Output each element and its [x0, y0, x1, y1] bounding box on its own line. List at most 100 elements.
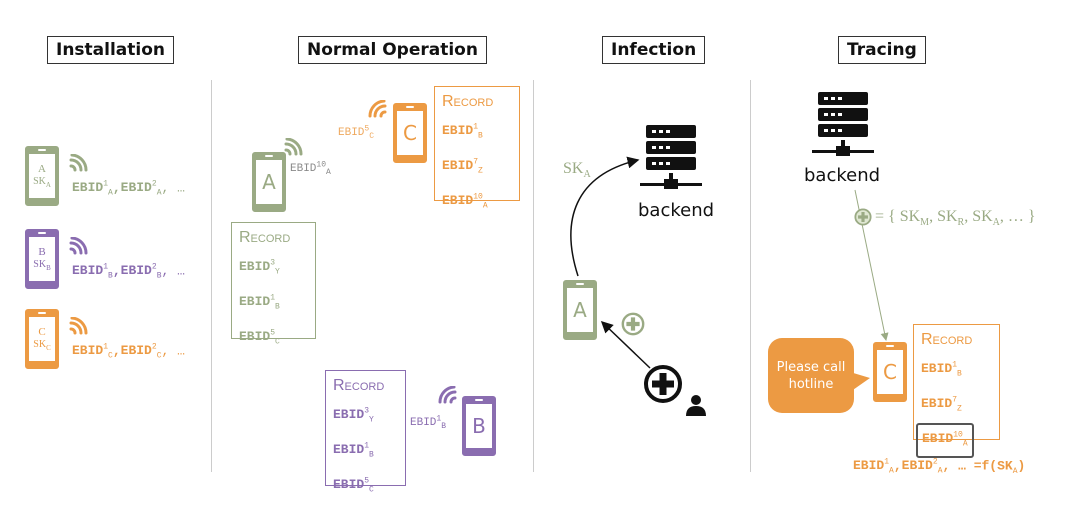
broadcast-icon [69, 237, 88, 255]
term-superscript: 5 [270, 328, 276, 338]
term-base: EBID [442, 193, 474, 209]
term-subscript: B [369, 450, 374, 460]
term-base: EBID [333, 477, 365, 493]
record-entry: EBID1B [333, 434, 398, 469]
term-base: EBID [442, 123, 474, 139]
separator: , [112, 180, 121, 196]
key-base: SK [563, 160, 584, 177]
server-icon [812, 92, 874, 156]
phone-b: B [462, 396, 496, 456]
term-superscript: 2 [151, 263, 157, 272]
secret-key: SKB [33, 259, 50, 272]
phone-label: B [472, 414, 486, 438]
term-base: EBID [120, 343, 152, 359]
ebid-term: EBID5C [239, 328, 280, 347]
ebid-term: EBID1B [72, 263, 113, 281]
term-superscript: 2 [932, 458, 938, 467]
term-subscript: C [369, 131, 375, 141]
secret-key: SKC [33, 339, 50, 352]
key-subscript: C [46, 343, 51, 352]
record-entry: EBID10A [916, 422, 974, 458]
set-prefix: = { [875, 208, 900, 225]
term-base: EBID [239, 259, 271, 275]
secret-key: SKA [33, 176, 51, 189]
term-base: EBID [410, 416, 437, 429]
record-entry: EBID3Y [239, 251, 308, 286]
term-base: EBID [120, 180, 152, 196]
term-superscript: 3 [364, 407, 370, 416]
positive-test-icon [621, 312, 645, 336]
term-base: EBID [853, 458, 885, 474]
term-base: EBID [901, 458, 933, 474]
term-superscript: 1 [103, 263, 109, 272]
term-subscript: Y [369, 415, 374, 425]
diagnosis-plus-icon [644, 365, 682, 403]
ellipsis: , … [161, 263, 185, 279]
ephemeral-ids: EBID1A,EBID2A, … [72, 180, 185, 198]
term-base: EBID [921, 361, 953, 377]
ebid-term: EBID1B [239, 294, 280, 312]
notification-text: Please call hotline [776, 359, 846, 392]
term-superscript: 10 [316, 160, 327, 169]
ebid-term: EBID5C [338, 124, 375, 141]
phone-label: C [883, 360, 897, 384]
term-superscript: 1 [103, 180, 109, 189]
record-title: Record [921, 331, 973, 348]
phone-label: B [38, 245, 46, 258]
key-subscript: M [920, 217, 930, 229]
term-subscript: C [108, 351, 113, 361]
record-entry: EBID10A [442, 185, 512, 220]
key-base: SK [937, 208, 958, 225]
broadcast-icon [284, 138, 303, 156]
term-subscript: C [369, 485, 374, 495]
term-superscript: 7 [473, 157, 479, 167]
term-subscript: Z [957, 404, 962, 414]
ebid-term: EBID1B [410, 414, 446, 431]
key-subscript: A [992, 217, 1000, 229]
term-superscript: 1 [473, 123, 479, 132]
phone-a: A [563, 280, 597, 340]
term-subscript: B [478, 131, 483, 141]
broadcast-icon [368, 100, 387, 118]
term-subscript: C [156, 351, 162, 361]
ebid-term: EBID3Y [239, 259, 280, 277]
ellipsis: , … [161, 343, 185, 359]
ephemeral-ids: EBID1B,EBID2B, … [72, 263, 185, 281]
title-infection: Infection [602, 36, 706, 64]
record-entry: EBID7Z [442, 150, 512, 185]
server-icon [640, 125, 702, 189]
broadcast-id: EBID10A [290, 160, 331, 177]
formula-end: ) [1017, 458, 1026, 474]
secret-key: SKM [900, 208, 930, 229]
key-subscript: A [583, 169, 591, 181]
term-base: EBID [120, 263, 152, 279]
record-title: Record [333, 377, 385, 394]
bubble-tail [850, 372, 870, 392]
infected-keys-set: = { SKM, SKR, SKA, … } [855, 208, 1036, 228]
term-superscript: 10 [473, 192, 483, 202]
phone-label: C [403, 121, 417, 145]
term-subscript: A [108, 188, 113, 198]
secret-key: SKA [972, 208, 1000, 229]
term-superscript: 3 [270, 259, 276, 268]
term-subscript: Y [275, 267, 280, 277]
formula-subscript: A [1012, 466, 1018, 476]
phone-a: A [252, 152, 286, 212]
record-entry: EBID7Z [921, 388, 992, 423]
term-base: EBID [338, 126, 365, 139]
term-superscript: 5 [364, 476, 370, 486]
record-entry: EBID5C [239, 321, 308, 356]
phone-label: A [262, 170, 276, 194]
upload-arrow [570, 156, 640, 277]
record-title: Record [239, 229, 291, 246]
record-entry: EBID1B [921, 353, 992, 388]
ebid-term: EBID10A [922, 431, 968, 449]
phone-label: A [573, 298, 587, 322]
backend-label: backend [804, 165, 881, 186]
